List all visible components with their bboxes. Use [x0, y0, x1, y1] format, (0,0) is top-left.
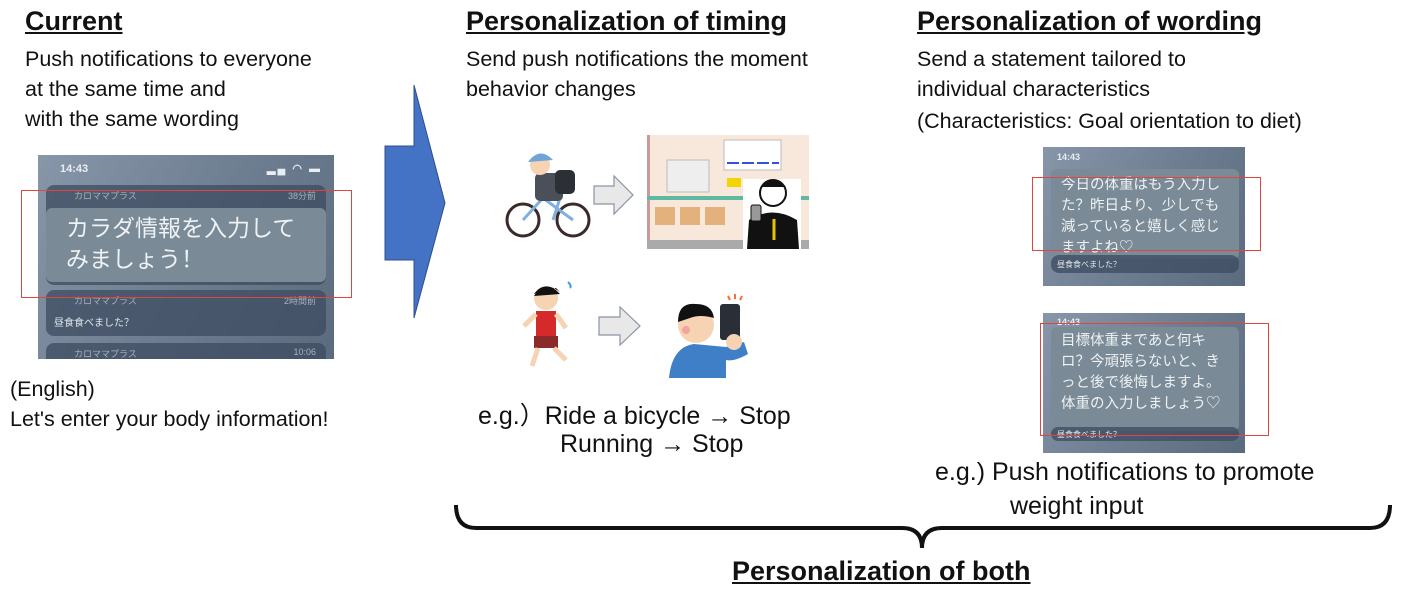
tailored-notification-text: 目標体重まであと何キロ？今頑張らないと、きっと後で後悔しますよ。体重の入力しまし… — [1051, 327, 1239, 431]
both-label: Personalization of both — [732, 556, 1031, 586]
wording-line-2: individual characteristics — [917, 77, 1151, 101]
wording-phone-2: 14:43 目標体重まであと何キロ？今頑張らないと、きっと後で後悔しますよ。体重… — [1043, 313, 1245, 453]
curly-brace — [454, 504, 1392, 549]
status-time: 14:43 — [60, 163, 89, 175]
current-line-1: Push notifications to everyone — [25, 47, 312, 71]
right-arrow-icon — [384, 84, 446, 319]
app-name: カロママプラス — [74, 191, 137, 201]
wording-phone-1: 14:43 今日の体重はもう入力した？昨日より、少しでも減っていると嬉しく感じま… — [1043, 147, 1245, 286]
current-heading: Current — [25, 6, 123, 36]
notif-time: 2時間前 — [283, 296, 316, 306]
timing-heading: Personalization of timing — [466, 6, 788, 36]
english-label: (English) — [10, 377, 95, 401]
current-phone-screenshot: 14:43 ▂▄ ◠ ▬ カロママプラス 38分前 カラダ情報を入力してみましょ… — [38, 155, 334, 359]
highlighted-notification-text: カラダ情報を入力してみましょう！ — [46, 208, 326, 282]
wording-line-1: Send a statement tailored to — [917, 47, 1186, 71]
app-name: カロママプラス — [74, 296, 137, 306]
wording-example-2: weight input — [1010, 492, 1144, 520]
runner-illustration — [522, 281, 572, 367]
notif-text: 昼食食べました？ — [1057, 430, 1121, 439]
notif-time: 10:06 — [293, 347, 316, 357]
notif-time: 38分前 — [287, 191, 316, 201]
status-time: 14:43 — [1057, 152, 1081, 162]
status-icons: ▂▄ ◠ ▬ — [267, 163, 322, 175]
tailored-notification-text: 今日の体重はもう入力した？昨日より、少しでも減っていると嬉しく感じますよね♡ — [1051, 169, 1239, 259]
timing-line-1: Send push notifications the moment — [466, 47, 808, 71]
notification: 昼食食べました？ — [1051, 255, 1239, 273]
notification: 昼食食べました？ — [1051, 427, 1239, 441]
wording-heading: Personalization of wording — [917, 6, 1263, 36]
wording-line-3: (Characteristics: Goal orientation to di… — [917, 109, 1302, 133]
wording-example-1: e.g.) Push notifications to promote — [935, 458, 1315, 486]
app-name: カロママプラス — [74, 349, 137, 359]
status-time: 14:43 — [1057, 317, 1081, 327]
timing-example-1: e.g.）Ride a bicycle → Stop — [478, 402, 791, 430]
highlight-box — [1032, 177, 1261, 251]
gray-arrow-icon — [598, 305, 641, 347]
timing-line-2: behavior changes — [466, 77, 636, 101]
notif-text: 昼食食べました？ — [1057, 260, 1121, 269]
timing-example-2: Running → Stop — [560, 430, 744, 458]
notif-text: 昼食食べました？ — [54, 318, 134, 329]
station-illustration — [647, 135, 809, 249]
current-line-3: with the same wording — [25, 107, 239, 131]
highlight-box — [21, 190, 352, 298]
current-line-2: at the same time and — [25, 77, 226, 101]
highlight-box — [1040, 323, 1269, 436]
man-with-phone-illustration — [669, 294, 748, 378]
cyclist-illustration — [505, 153, 591, 238]
english-translation: Let's enter your body information! — [10, 407, 329, 431]
gray-arrow-icon — [593, 174, 634, 216]
notification-3: カロママプラス 10:06 — [46, 343, 326, 359]
